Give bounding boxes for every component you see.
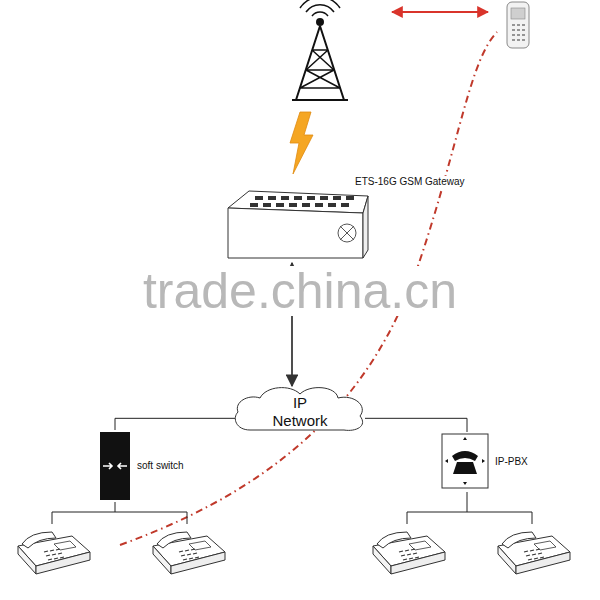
sim-port <box>315 203 323 207</box>
phone-screen <box>511 8 525 19</box>
sim-port <box>294 196 302 200</box>
tower-lattice <box>300 50 340 88</box>
wireless-bolt <box>290 112 313 174</box>
tower-legs <box>296 26 344 100</box>
fan-blades <box>340 226 354 240</box>
watermark: trade.china.cn <box>139 266 461 316</box>
node-label: ETS-16G GSM Gateway <box>353 176 466 188</box>
soft-switch-box <box>100 432 130 500</box>
tower-antenna <box>317 19 323 25</box>
radio-link-arrow <box>392 11 488 13</box>
node-label: soft switch <box>137 460 184 472</box>
desk-phone <box>498 532 570 574</box>
desk-phone <box>373 532 445 574</box>
sim-port <box>255 196 263 200</box>
gateway-unit: ETS-16G GSM Gateway <box>225 188 370 260</box>
call-path <box>120 32 497 545</box>
sim-port <box>276 203 284 207</box>
telephone-icon <box>452 451 478 474</box>
fan-grill <box>338 224 356 242</box>
cell-tower <box>292 0 348 100</box>
sim-port <box>346 196 354 200</box>
pbx-arrows <box>445 437 485 485</box>
sim-port <box>302 203 310 207</box>
sim-port <box>307 196 315 200</box>
sim-port <box>341 203 349 207</box>
sim-port <box>333 196 341 200</box>
mobile-phone <box>507 2 529 48</box>
desk-phone <box>153 532 225 574</box>
ip-pbx-outline <box>440 432 545 492</box>
sim-port <box>328 203 336 207</box>
tower-base <box>292 99 348 101</box>
soft-switch: soft switch <box>97 430 207 502</box>
sim-port <box>320 196 328 200</box>
network-cloud: IP Network <box>232 384 368 436</box>
network-cloud <box>235 388 362 431</box>
phone-body <box>507 2 529 48</box>
gateway-side <box>363 196 368 258</box>
ip-pbx: IP-PBX <box>440 432 545 492</box>
sim-port <box>250 203 258 207</box>
network-link <box>115 418 235 430</box>
pbx-box <box>442 434 488 488</box>
sim-port <box>268 196 276 200</box>
node-label: IP-PBX <box>495 456 528 468</box>
node-label: IP Network <box>269 394 331 430</box>
sim-port <box>263 203 271 207</box>
left-phone-bus <box>52 502 187 524</box>
sim-port <box>289 203 297 207</box>
gateway-front <box>228 208 363 258</box>
gateway-unit-outline <box>225 188 370 260</box>
sim-port <box>281 196 289 200</box>
phone-keys <box>512 25 525 40</box>
desk-phone <box>18 532 90 574</box>
radio-waves <box>300 0 340 16</box>
right-phone-bus <box>407 492 532 524</box>
network-link <box>365 418 467 432</box>
switch-arrows <box>103 463 127 469</box>
